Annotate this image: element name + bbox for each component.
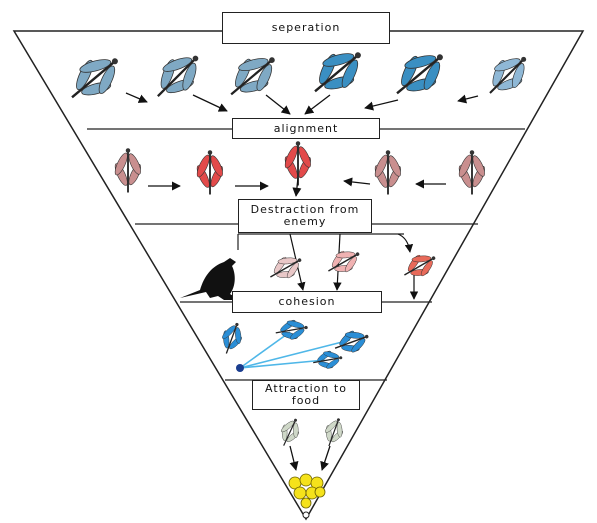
arrow-icon <box>304 94 331 115</box>
arrow-icon <box>320 445 331 471</box>
dragonfly-icon <box>111 147 144 194</box>
bird-icon <box>180 258 240 300</box>
dragonfly-icon <box>193 149 226 196</box>
alignment-label: alignment <box>232 118 380 139</box>
food-label-line2: food <box>291 394 321 407</box>
arrow-icon <box>192 94 228 112</box>
dragonfly-icon <box>321 242 366 283</box>
dragonfly-icon <box>217 42 288 110</box>
arrow-icon <box>289 445 299 471</box>
cohesion-group <box>215 315 374 373</box>
distraction-label: Destraction from enemy <box>238 199 372 233</box>
triangle-outline <box>12 30 585 521</box>
food-group <box>273 413 349 519</box>
arrow-icon <box>457 94 479 104</box>
arrow-icon <box>292 177 302 197</box>
cohesion-label-text: cohesion <box>278 295 336 308</box>
dragonfly-icon <box>318 414 349 451</box>
food-pellet-icon <box>288 473 326 509</box>
dragonfly-icon <box>382 38 457 110</box>
dragonfly-icon <box>476 44 539 106</box>
arrow-icon <box>364 99 399 111</box>
dragonfly-icon <box>330 323 374 361</box>
dragonfly-icon <box>273 413 306 451</box>
cohesion-label: cohesion <box>232 291 382 313</box>
dragonfly-icon <box>455 149 488 196</box>
separation-label: seperation <box>222 12 390 44</box>
dragonfly-icon <box>57 42 132 114</box>
food-label: Attraction to food <box>252 380 360 410</box>
dragonfly-icon <box>215 318 249 358</box>
separation-group <box>57 36 539 115</box>
arrow-icon <box>265 94 291 115</box>
dragonfly-icon <box>143 41 212 111</box>
dragonfly-icon <box>371 149 404 196</box>
distraction-label-line2: enemy <box>283 215 327 228</box>
dragonfly-icon <box>310 346 345 373</box>
alignment-group <box>111 140 488 197</box>
food-label-line1: Attraction to <box>265 382 347 395</box>
distraction-label-line1: Destraction from <box>250 203 360 216</box>
center-of-mass-dot <box>236 364 244 372</box>
distraction-group <box>180 233 442 300</box>
arrow-icon <box>343 177 371 187</box>
arrow-icon <box>125 92 148 103</box>
alignment-label-text: alignment <box>273 121 339 135</box>
dragonfly-icon <box>397 246 442 287</box>
arrow-icon <box>397 233 414 253</box>
dragonfly-icon <box>300 36 375 108</box>
separation-label-text: seperation <box>271 21 341 34</box>
